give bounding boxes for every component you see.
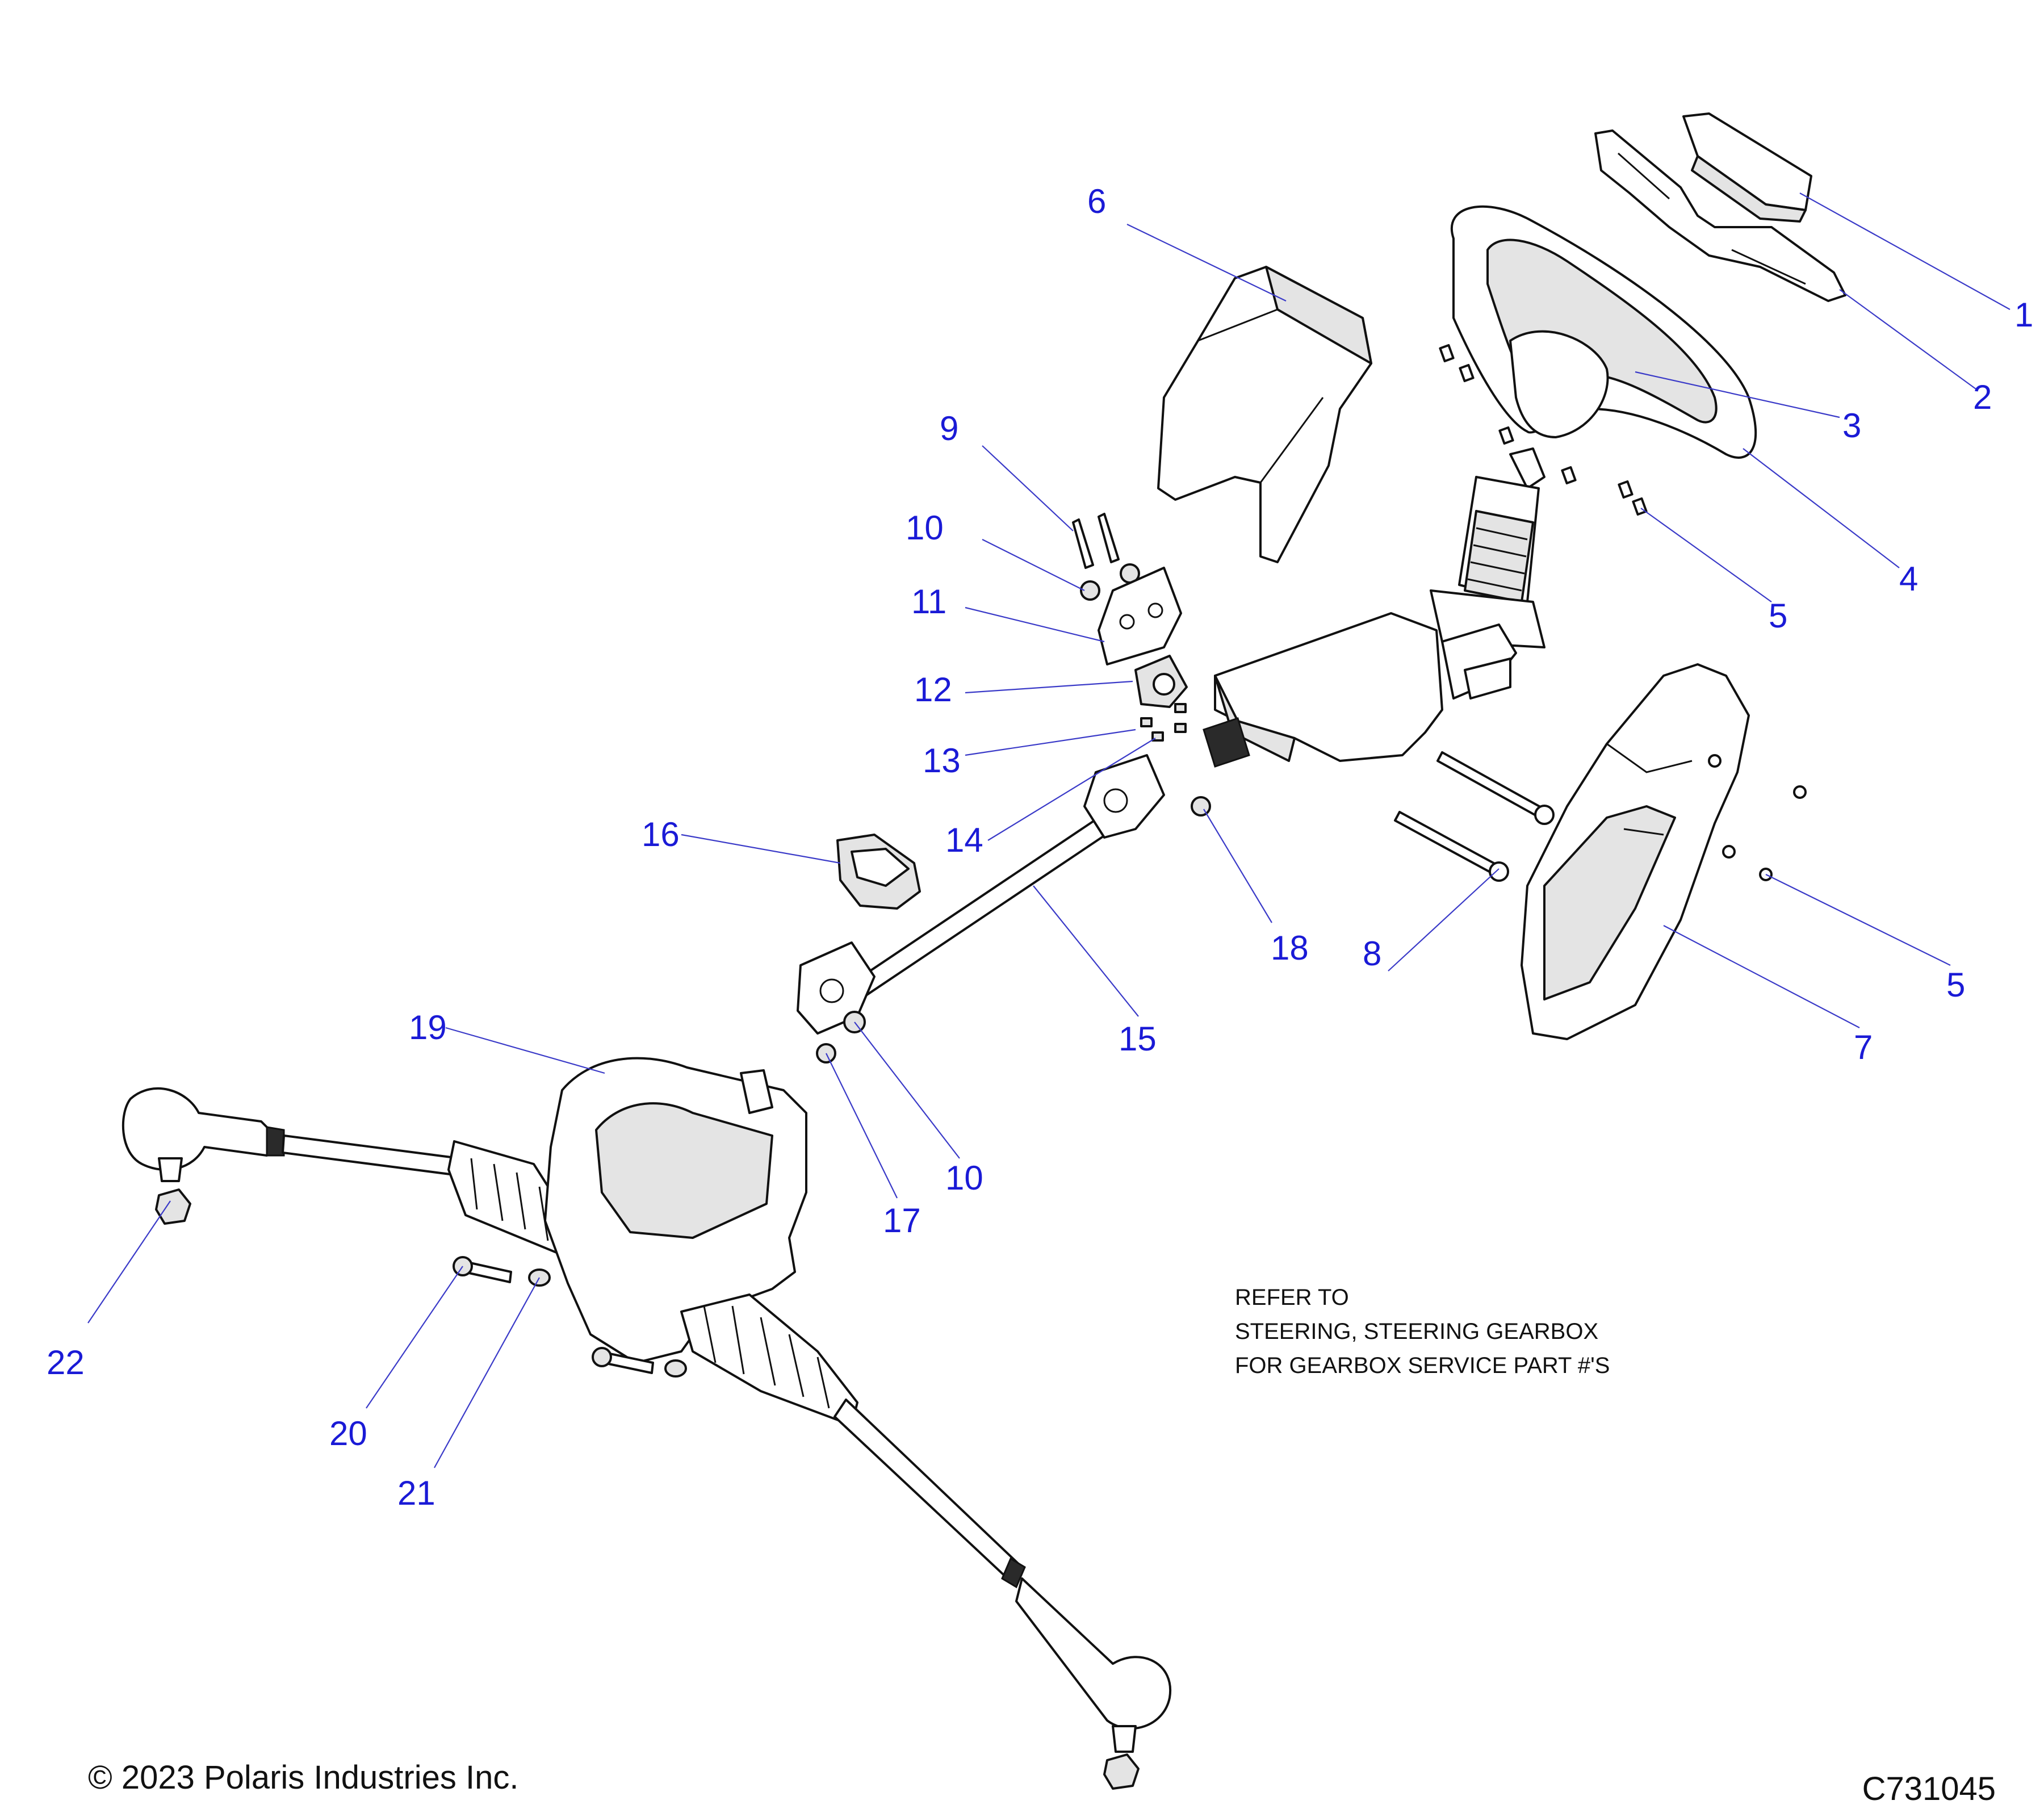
part-16-grommet xyxy=(836,834,921,910)
callout-5-upper: 5 xyxy=(1769,597,1787,635)
gearbox-reference-note: REFER TO STEERING, STEERING GEARBOX FOR … xyxy=(1235,1285,1610,1378)
callout-16: 16 xyxy=(642,815,680,853)
drawing-id: C731045 xyxy=(1862,1770,1996,1807)
callout-18: 18 xyxy=(1271,929,1309,967)
callout-3: 3 xyxy=(1842,407,1861,445)
part-6-upper-shroud xyxy=(1157,266,1372,563)
note-line-3: FOR GEARBOX SERVICE PART #'S xyxy=(1235,1353,1610,1378)
part-8-long-bolts xyxy=(1394,751,1555,882)
part-19-steering-gearbox xyxy=(122,1057,1172,1753)
part-15-intermediate-shaft xyxy=(797,754,1165,1035)
callout-10-lower: 10 xyxy=(945,1159,983,1197)
callout-6: 6 xyxy=(1087,182,1106,220)
callout-12: 12 xyxy=(914,671,952,709)
part-18-bolt xyxy=(1191,796,1211,817)
callout-4: 4 xyxy=(1899,560,1918,598)
copyright-notice: © 2023 Polaris Industries Inc. xyxy=(88,1759,518,1796)
callout-9: 9 xyxy=(940,409,958,447)
callout-5-lower: 5 xyxy=(1946,966,1965,1004)
part-11-bracket xyxy=(1098,567,1182,665)
callout-19: 19 xyxy=(409,1008,447,1046)
part-22-nut xyxy=(155,1188,1140,1790)
part-12-bushing xyxy=(1134,655,1188,708)
callout-22: 22 xyxy=(47,1343,85,1381)
callout-15: 15 xyxy=(1119,1020,1157,1058)
part-1-trim-cap xyxy=(1682,112,1812,223)
callout-17: 17 xyxy=(883,1201,921,1240)
part-21-washer xyxy=(528,1268,687,1378)
callout-13: 13 xyxy=(923,742,961,780)
part-9-bolts xyxy=(1072,513,1120,569)
note-line-2: STEERING, STEERING GEARBOX xyxy=(1235,1319,1598,1344)
callout-10-upper: 10 xyxy=(906,509,944,547)
leader-lines xyxy=(87,192,2011,1468)
callout-21: 21 xyxy=(397,1474,435,1512)
callout-11: 11 xyxy=(911,583,946,621)
note-line-1: REFER TO xyxy=(1235,1285,1349,1310)
callout-7: 7 xyxy=(1854,1028,1873,1066)
part-13-14-small-nuts xyxy=(1140,703,1187,742)
part-20-bolt xyxy=(453,1256,654,1374)
steering-column xyxy=(1203,447,1545,768)
part-7-lower-shroud xyxy=(1521,663,1750,1040)
callout-2: 2 xyxy=(1973,378,1992,416)
callout-1: 1 xyxy=(2014,296,2033,334)
callout-14: 14 xyxy=(945,821,983,859)
callout-8: 8 xyxy=(1363,935,1381,973)
callout-numbers: 1 2 3 4 5 6 9 10 11 12 13 14 16 15 18 8 … xyxy=(47,182,2033,1512)
part-2-bezel-bracket xyxy=(1594,129,1846,302)
callout-20: 20 xyxy=(329,1414,367,1452)
